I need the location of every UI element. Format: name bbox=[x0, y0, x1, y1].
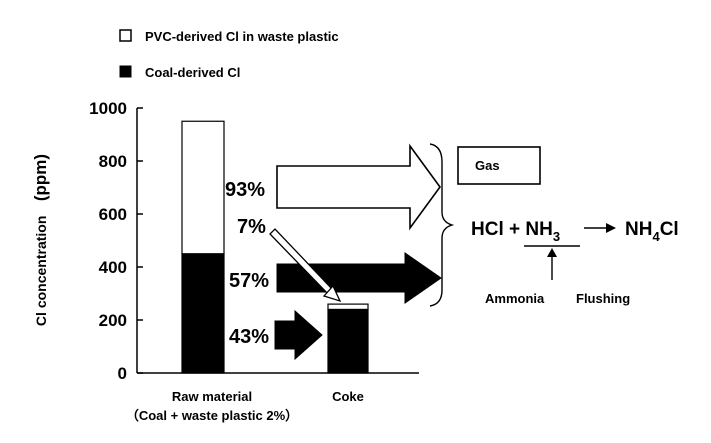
bar-pvc-raw-material bbox=[181, 120, 225, 255]
arrow-coal-to-gas bbox=[276, 252, 442, 304]
pct-7: 7% bbox=[237, 216, 266, 238]
y-tick-label: 400 bbox=[99, 258, 127, 277]
y-tick-label: 200 bbox=[99, 311, 127, 330]
bracket bbox=[429, 143, 455, 307]
pct-43: 43% bbox=[229, 326, 269, 348]
bar-coal-raw-material bbox=[181, 253, 225, 374]
ammonia-arrow-head bbox=[547, 248, 557, 257]
nh4cl-nh: NH bbox=[625, 219, 652, 240]
ammonia-label: Ammonia bbox=[485, 291, 545, 306]
y-axis-label-main: Cl concentration bbox=[33, 216, 49, 326]
pct-93: 93% bbox=[225, 179, 265, 201]
arrow-coal-to-coke bbox=[274, 309, 323, 361]
legend-label-pvc: PVC-derived Cl in waste plastic bbox=[145, 29, 339, 44]
y-axis-label-group: Cl concentration (ppm) bbox=[31, 154, 50, 326]
reaction-right: NH4Cl bbox=[625, 219, 679, 244]
flushing-label: Flushing bbox=[576, 291, 630, 306]
y-tick-label: 1000 bbox=[89, 99, 127, 118]
hcl-nh-text: HCl + NH bbox=[471, 219, 553, 240]
reaction-left: HCl + NH3 bbox=[471, 219, 560, 244]
y-tick-label: 600 bbox=[99, 205, 127, 224]
pct-57: 57% bbox=[229, 270, 269, 292]
bar-coal-coke bbox=[327, 308, 369, 374]
y-tick-label: 800 bbox=[99, 152, 127, 171]
legend-swatch-coal bbox=[119, 65, 132, 78]
x-sublabel-raw-material: （Coal + waste plastic 2%） bbox=[126, 408, 298, 423]
bar-pvc-coke bbox=[327, 303, 369, 311]
legend-label-coal: Coal-derived Cl bbox=[145, 65, 240, 80]
arrow-pvc-to-gas bbox=[276, 143, 441, 231]
y-tick-label: 0 bbox=[118, 364, 127, 383]
arrow-pvc-to-coke-head bbox=[322, 284, 342, 303]
legend-swatch-pvc bbox=[119, 29, 132, 42]
nh4cl-tail: Cl bbox=[660, 219, 679, 240]
nh3-subscript: 3 bbox=[553, 229, 560, 244]
gas-box bbox=[457, 146, 541, 185]
y-axis-label-unit: (ppm) bbox=[31, 154, 50, 201]
x-label-raw-material: Raw material bbox=[172, 389, 252, 404]
x-label-coke: Coke bbox=[332, 389, 364, 404]
y-ticks: 0 200 400 600 800 1000 bbox=[89, 99, 143, 383]
bars bbox=[181, 120, 369, 374]
y-axis-label: Cl concentration (ppm) bbox=[31, 154, 50, 326]
nh4cl-subscript: 4 bbox=[652, 229, 660, 244]
gas-label: Gas bbox=[475, 158, 500, 173]
reaction-arrow-head bbox=[606, 223, 616, 233]
